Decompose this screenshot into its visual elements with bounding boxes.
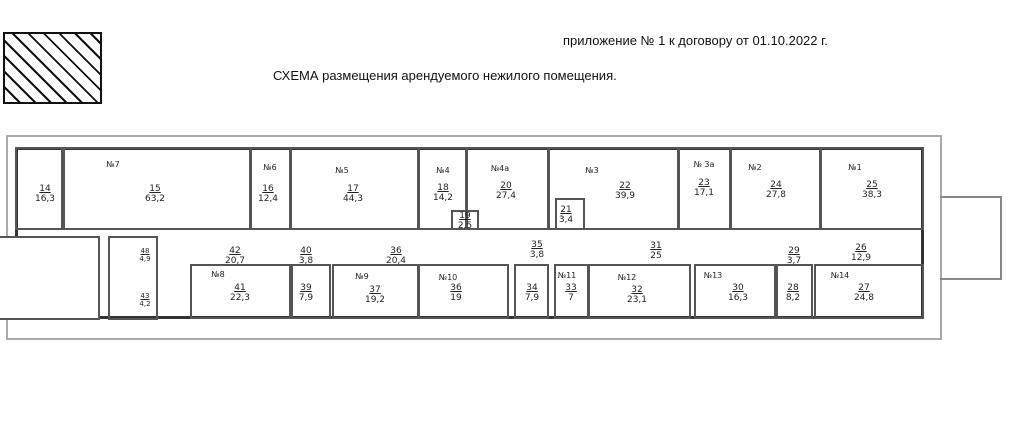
room-41 [190, 264, 291, 319]
room-name: №8 [211, 270, 225, 279]
room-name: №14 [830, 271, 850, 280]
exterior-ramp [940, 196, 1002, 280]
appendix-caption: приложение № 1 к договору от 01.10.2022 … [563, 33, 828, 48]
stair-block [108, 236, 158, 320]
room-32 [588, 264, 691, 319]
room-14 [15, 147, 63, 230]
room-name: №4 [436, 166, 450, 175]
room-name: №11 [557, 271, 577, 280]
room-30 [694, 264, 776, 319]
room-name: №5 [335, 166, 349, 175]
room-name: №2 [748, 163, 762, 172]
room-name: №6 [263, 163, 277, 172]
room-name: №7 [106, 160, 120, 169]
room-19 [451, 210, 479, 230]
room-25 [820, 147, 924, 230]
room-27 [814, 264, 924, 319]
room-39 [291, 264, 331, 319]
room-name: №10 [438, 273, 458, 282]
room-name: № 3а [693, 160, 715, 169]
room-name: №1 [848, 163, 862, 172]
room-name: №4а [490, 164, 510, 173]
room-28 [776, 264, 813, 319]
room-36b [418, 264, 509, 319]
hatched-legend-box [3, 32, 102, 104]
room-name: №12 [617, 273, 637, 282]
room-name: №9 [355, 272, 369, 281]
room-name: №3 [585, 166, 599, 175]
room-name: №13 [703, 271, 723, 280]
plan-title: СХЕМА размещения арендуемого нежилого по… [273, 68, 617, 83]
excluded-block [0, 236, 100, 320]
room-34 [514, 264, 549, 319]
